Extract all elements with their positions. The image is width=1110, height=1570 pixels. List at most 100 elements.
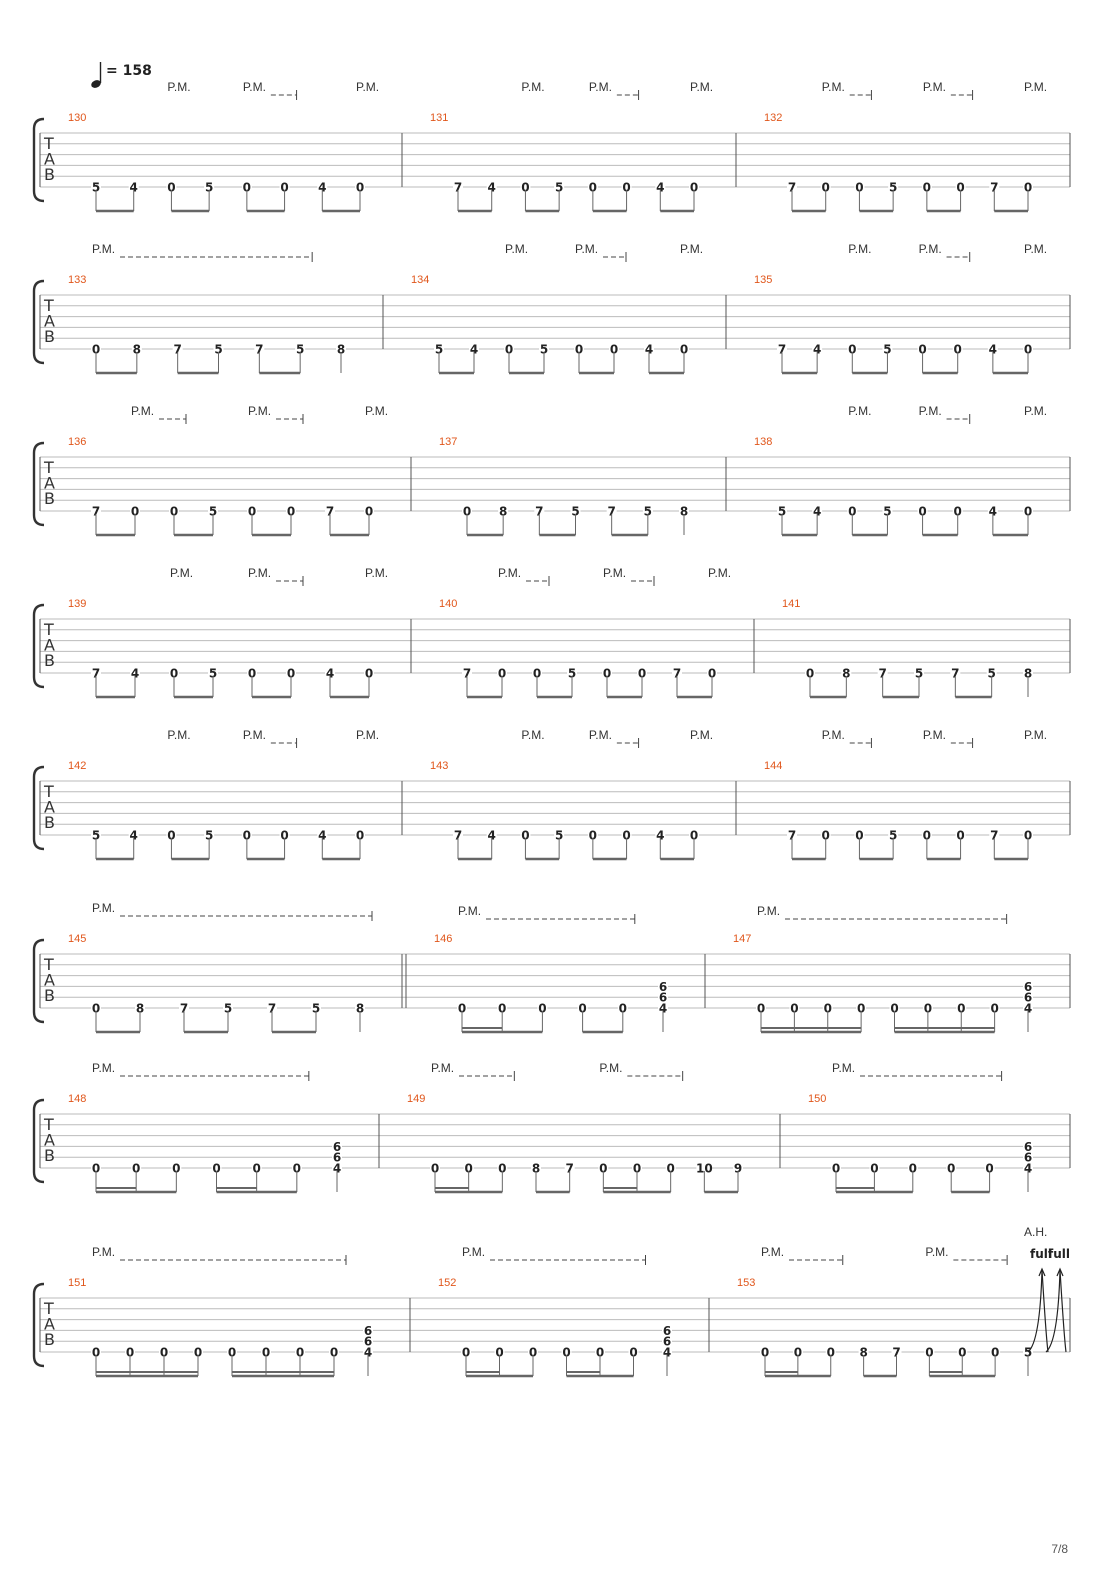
fret-background (179, 1002, 189, 1015)
fret-number: 7 (565, 1162, 573, 1176)
fret-background (91, 1002, 101, 1015)
fret-number: 5 (209, 667, 217, 681)
fret-number: 4 (1024, 1162, 1032, 1176)
measure-number: 149 (407, 1093, 425, 1105)
fret-background (130, 505, 140, 518)
fret-background (760, 1346, 770, 1359)
fret-number: 0 (610, 343, 618, 357)
fret-background (877, 667, 888, 680)
fret-number: 0 (131, 505, 139, 519)
tab-clef-letter: A (44, 312, 55, 331)
fret-background (882, 505, 893, 518)
bend-release-arrow (1041, 1269, 1049, 1353)
palm-mute-label: P.M. (458, 904, 481, 918)
fret-background (241, 181, 252, 194)
fret-number: 0 (822, 181, 830, 195)
fret-background (812, 343, 823, 356)
palm-mute-label: P.M. (356, 80, 379, 94)
fret-background (329, 1346, 339, 1359)
fret-number: 7 (454, 181, 462, 195)
fret-number: 0 (985, 1162, 993, 1176)
tempo-label: = 158 (106, 63, 152, 79)
fret-background (554, 829, 565, 842)
fret-background (733, 1162, 743, 1175)
fret-background (662, 1335, 672, 1348)
fret-number: 4 (131, 667, 139, 681)
fret-number: 6 (1024, 1140, 1032, 1154)
bend-label: full (1048, 1247, 1070, 1261)
palm-mute-label: P.M. (848, 404, 871, 418)
fret-number: 0 (248, 667, 256, 681)
fret-number: 0 (954, 343, 962, 357)
palm-mute-label: P.M. (575, 242, 598, 256)
measure-number: 143 (430, 760, 448, 772)
fret-number: 4 (645, 343, 653, 357)
fret-number: 5 (205, 181, 213, 195)
fret-background (955, 181, 966, 194)
fret-background (882, 343, 893, 356)
fret-number: 0 (757, 1002, 765, 1016)
fret-number: 0 (287, 505, 295, 519)
fret-background (854, 829, 865, 842)
fret-background (125, 1346, 135, 1359)
fret-number: 4 (663, 1346, 671, 1360)
fret-background (336, 343, 346, 356)
fret-background (247, 505, 257, 518)
fret-number: 0 (280, 829, 288, 843)
fret-background (707, 667, 717, 680)
fret-background (1023, 667, 1033, 680)
fret-number: 0 (923, 181, 931, 195)
fret-number: 0 (521, 181, 529, 195)
fret-number: 0 (690, 829, 698, 843)
tab-clef-letter: T (43, 620, 54, 639)
fret-background (628, 1346, 639, 1359)
tab-clef-letter: A (44, 474, 55, 493)
measure-number: 147 (733, 933, 751, 945)
fret-number: 7 (788, 181, 796, 195)
fret-number: 0 (330, 1346, 338, 1360)
palm-mute-label: P.M. (131, 404, 154, 418)
tab-clef-letter: T (43, 782, 54, 801)
fret-background (632, 1162, 642, 1175)
fret-background (662, 1324, 672, 1337)
palm-mute-label: P.M. (923, 80, 946, 94)
fret-background (169, 667, 179, 680)
fret-background (679, 343, 689, 356)
fret-number: 8 (136, 1002, 144, 1016)
tab-clef-letter: A (44, 150, 55, 169)
measure-number: 152 (438, 1277, 456, 1289)
fret-background (531, 1162, 541, 1175)
fret-number: 0 (498, 1162, 506, 1176)
fret-background (213, 343, 224, 356)
fret-background (211, 1162, 222, 1175)
fret-number: 0 (172, 1162, 180, 1176)
fret-background (644, 343, 654, 356)
fret-number: 4 (813, 343, 821, 357)
page-number: 7/8 (1051, 1542, 1068, 1556)
fret-background (665, 1162, 676, 1175)
fret-background (1023, 829, 1033, 842)
fret-number: 0 (498, 667, 506, 681)
fret-number: 5 (1024, 1346, 1032, 1360)
palm-mute-label: P.M. (243, 80, 266, 94)
fret-number: 4 (656, 181, 664, 195)
fret-number: 6 (663, 1324, 671, 1338)
fret-background (355, 181, 365, 194)
fret-number: 0 (92, 1002, 100, 1016)
fret-number: 5 (214, 343, 222, 357)
bend-release-arrow (1059, 1269, 1067, 1353)
fret-number: 0 (248, 505, 256, 519)
fret-number: 6 (1024, 1151, 1032, 1165)
palm-mute-label: P.M. (832, 1061, 855, 1075)
palm-mute-label: P.M. (92, 242, 115, 256)
fret-background (241, 829, 252, 842)
fret-background (363, 1346, 373, 1359)
fret-number: 8 (499, 505, 507, 519)
fret-number: 0 (280, 181, 288, 195)
fret-background (171, 1162, 182, 1175)
fret-number: 0 (666, 1162, 674, 1176)
fret-background (822, 1002, 833, 1015)
fret-number: 0 (918, 343, 926, 357)
